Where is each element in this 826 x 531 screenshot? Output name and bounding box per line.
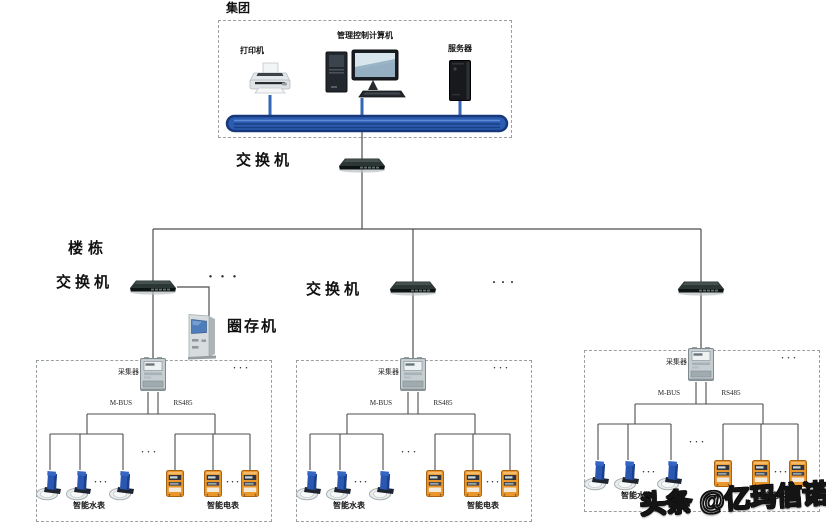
water-meter-label: 智能水表 — [333, 501, 365, 510]
ellipsis: ··· — [642, 467, 658, 477]
ellipsis: ··· — [486, 477, 502, 487]
mbus-label: M-BUS — [369, 399, 393, 407]
building-switch-label: 交换机 — [56, 275, 114, 291]
hq-label: 集团 — [226, 1, 251, 15]
water-meter-icon — [109, 470, 135, 501]
electric-meter-label: 智能电表 — [467, 501, 499, 510]
collector-icon — [400, 356, 426, 391]
ellipsis: ··· — [493, 363, 512, 373]
trunk-lines — [152, 131, 702, 358]
ellipsis: ··· — [401, 447, 420, 457]
electric-meter-icon — [714, 460, 732, 487]
device-link-lines — [268, 95, 462, 118]
collector-label: 采集器 — [666, 358, 687, 366]
rs485-label: RS485 — [173, 399, 193, 407]
water-meter-label: 智能水表 — [621, 491, 653, 500]
kiosk-label: 圈存机 — [227, 319, 279, 335]
ellipsis: ··· — [354, 477, 370, 487]
electric-meter-label: 智能电表 — [755, 491, 787, 500]
ellipsis: ··· — [233, 363, 252, 373]
group-wiring — [49, 391, 251, 471]
collector-icon — [140, 356, 166, 391]
group-wiring — [597, 381, 799, 461]
ellipsis: ··· — [689, 437, 708, 447]
computer-label: 管理控制计算机 — [337, 31, 393, 40]
electric-meter-icon — [426, 470, 444, 497]
core-switch-label: 交换机 — [236, 153, 294, 169]
ellipsis: ··· — [774, 467, 790, 477]
ethernet-bus-bar — [225, 114, 509, 133]
ellipsis: ··· — [94, 477, 110, 487]
building-switch-icon — [678, 281, 724, 296]
printer-label: 打印机 — [240, 46, 264, 55]
building-switch-icon — [130, 280, 176, 295]
mbus-label: M-BUS — [657, 389, 681, 397]
water-meter-icon — [614, 460, 640, 491]
building-switch-icon — [390, 281, 436, 296]
ellipsis: ··· — [141, 447, 160, 457]
electric-meter-icon — [241, 470, 259, 497]
electric-meter-icon — [204, 470, 222, 497]
electric-meter-icon — [166, 470, 184, 497]
printer-icon — [249, 62, 291, 94]
hq-group-box — [218, 20, 512, 138]
water-meter-icon — [369, 470, 395, 501]
electric-meter-icon — [464, 470, 482, 497]
water-meter-icon — [326, 470, 352, 501]
water-meter-label: 智能水表 — [73, 501, 105, 510]
middle-switch-label: 交换机 — [306, 282, 364, 298]
ellipsis: ··· — [781, 353, 800, 363]
water-meter-icon — [296, 470, 322, 501]
server-icon — [449, 60, 471, 101]
water-meter-icon — [584, 460, 610, 491]
ellipsis: ··· — [226, 477, 242, 487]
collector-label: 采集器 — [378, 368, 399, 376]
water-meter-icon — [36, 470, 62, 501]
ellipsis: ··· — [208, 269, 245, 285]
rs485-label: RS485 — [721, 389, 741, 397]
electric-meter-icon — [501, 470, 519, 497]
rs485-label: RS485 — [433, 399, 453, 407]
ellipsis: ··· — [492, 275, 520, 289]
mbus-label: M-BUS — [109, 399, 133, 407]
server-label: 服务器 — [448, 44, 472, 53]
group-wiring — [309, 391, 511, 471]
water-meter-icon — [657, 460, 683, 491]
floor-label: 楼栋 — [68, 241, 109, 257]
meter-group-box-1: 采集器 M-BUS RS485 ··· ··· ··· ··· 智能水表 智能电… — [36, 360, 272, 522]
electric-meter-label: 智能电表 — [207, 501, 239, 510]
core-switch-icon — [339, 158, 385, 173]
collector-icon — [688, 346, 714, 381]
water-meter-icon — [66, 470, 92, 501]
kiosk-icon — [187, 314, 217, 360]
collector-label: 采集器 — [118, 368, 139, 376]
computer-icon — [325, 49, 406, 98]
